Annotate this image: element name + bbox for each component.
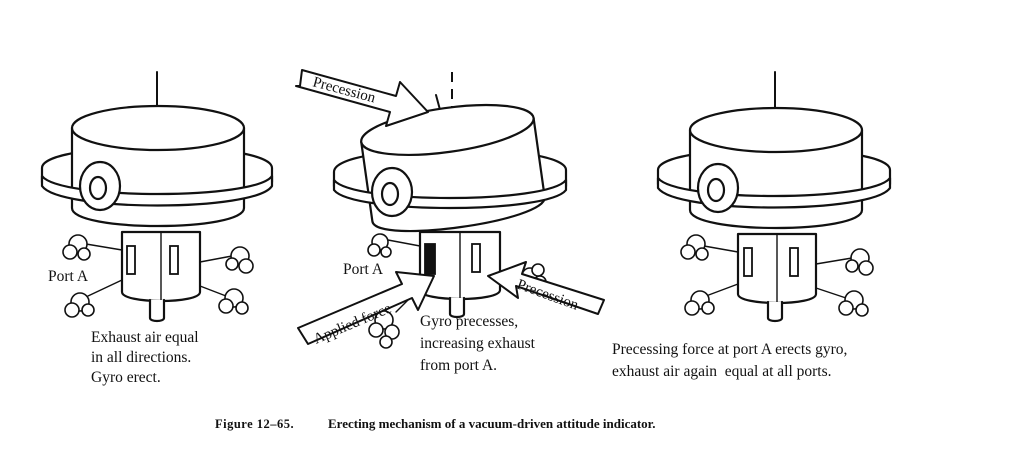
panel-1-caption-line-2: in all directions. <box>91 349 191 366</box>
applied-force-arrow: Applied force <box>298 272 434 348</box>
exhaust-puff-icon <box>63 235 90 260</box>
port-a-label: Port A <box>48 268 89 285</box>
exhaust-puff-icon <box>226 247 253 273</box>
exhaust-puff-icon <box>681 235 708 260</box>
exhaust-puff-icon <box>65 293 94 317</box>
panel-3-re-erected-gyro: Precessing force at port A erects gyro, … <box>612 72 890 380</box>
panel-1-caption-line-1: Exhaust air equal <box>91 329 199 346</box>
pivot-pin <box>708 179 724 201</box>
jet-lower-left <box>706 284 738 296</box>
jet-upper-left <box>86 244 122 250</box>
jet-lower-right <box>200 286 226 296</box>
rotor-top <box>72 106 244 150</box>
exhaust-port-right <box>790 248 798 276</box>
precession-arrow-label: Precession <box>311 74 378 106</box>
pivot-pin <box>382 183 398 205</box>
panel-2-caption-line-2: increasing exhaust <box>420 335 536 352</box>
exhaust-puff-icon <box>219 289 248 314</box>
exhaust-port-right <box>170 246 178 274</box>
rotor-top <box>690 108 862 152</box>
stem <box>768 302 782 321</box>
figure-caption: Figure 12–65. Erecting mechanism of a va… <box>215 416 656 431</box>
jet-upper-left <box>388 240 420 246</box>
exhaust-puff-icon <box>846 249 873 275</box>
panel-2-caption-line-1: Gyro precesses, <box>420 313 518 330</box>
port-a-label: Port A <box>343 261 384 278</box>
jet-lower-right <box>816 288 846 298</box>
precession-arrow-bottom: Precession <box>488 262 604 314</box>
exhaust-puff-icon <box>839 291 868 316</box>
exhaust-port-right <box>472 244 480 272</box>
exhaust-port-a-open <box>425 244 435 274</box>
precession-arrow-top: Precession <box>296 70 428 126</box>
panel-1-caption-line-3: Gyro erect. <box>91 369 161 386</box>
jet-lower-left <box>88 280 122 296</box>
panel-2-precessing-gyro: Precession Applied force Precession Port… <box>296 70 604 374</box>
exhaust-puff-icon <box>368 234 391 257</box>
jet-upper-left <box>704 246 738 252</box>
panel-3-caption-line-1: Precessing force at port A erects gyro, <box>612 341 847 358</box>
figure-caption-text: Erecting mechanism of a vacuum-driven at… <box>328 416 656 431</box>
exhaust-port-left <box>744 248 752 276</box>
exhaust-port-left <box>127 246 135 274</box>
panel-3-caption-line-2: exhaust air again equal at all ports. <box>612 363 832 380</box>
pivot-pin <box>90 177 106 199</box>
panel-1-erect-gyro: Port A Exhaust air equal in all directio… <box>42 72 272 386</box>
stem <box>150 300 164 321</box>
figure-number: Figure 12–65. <box>215 417 294 431</box>
panel-2-caption-line-3: from port A. <box>420 357 497 374</box>
